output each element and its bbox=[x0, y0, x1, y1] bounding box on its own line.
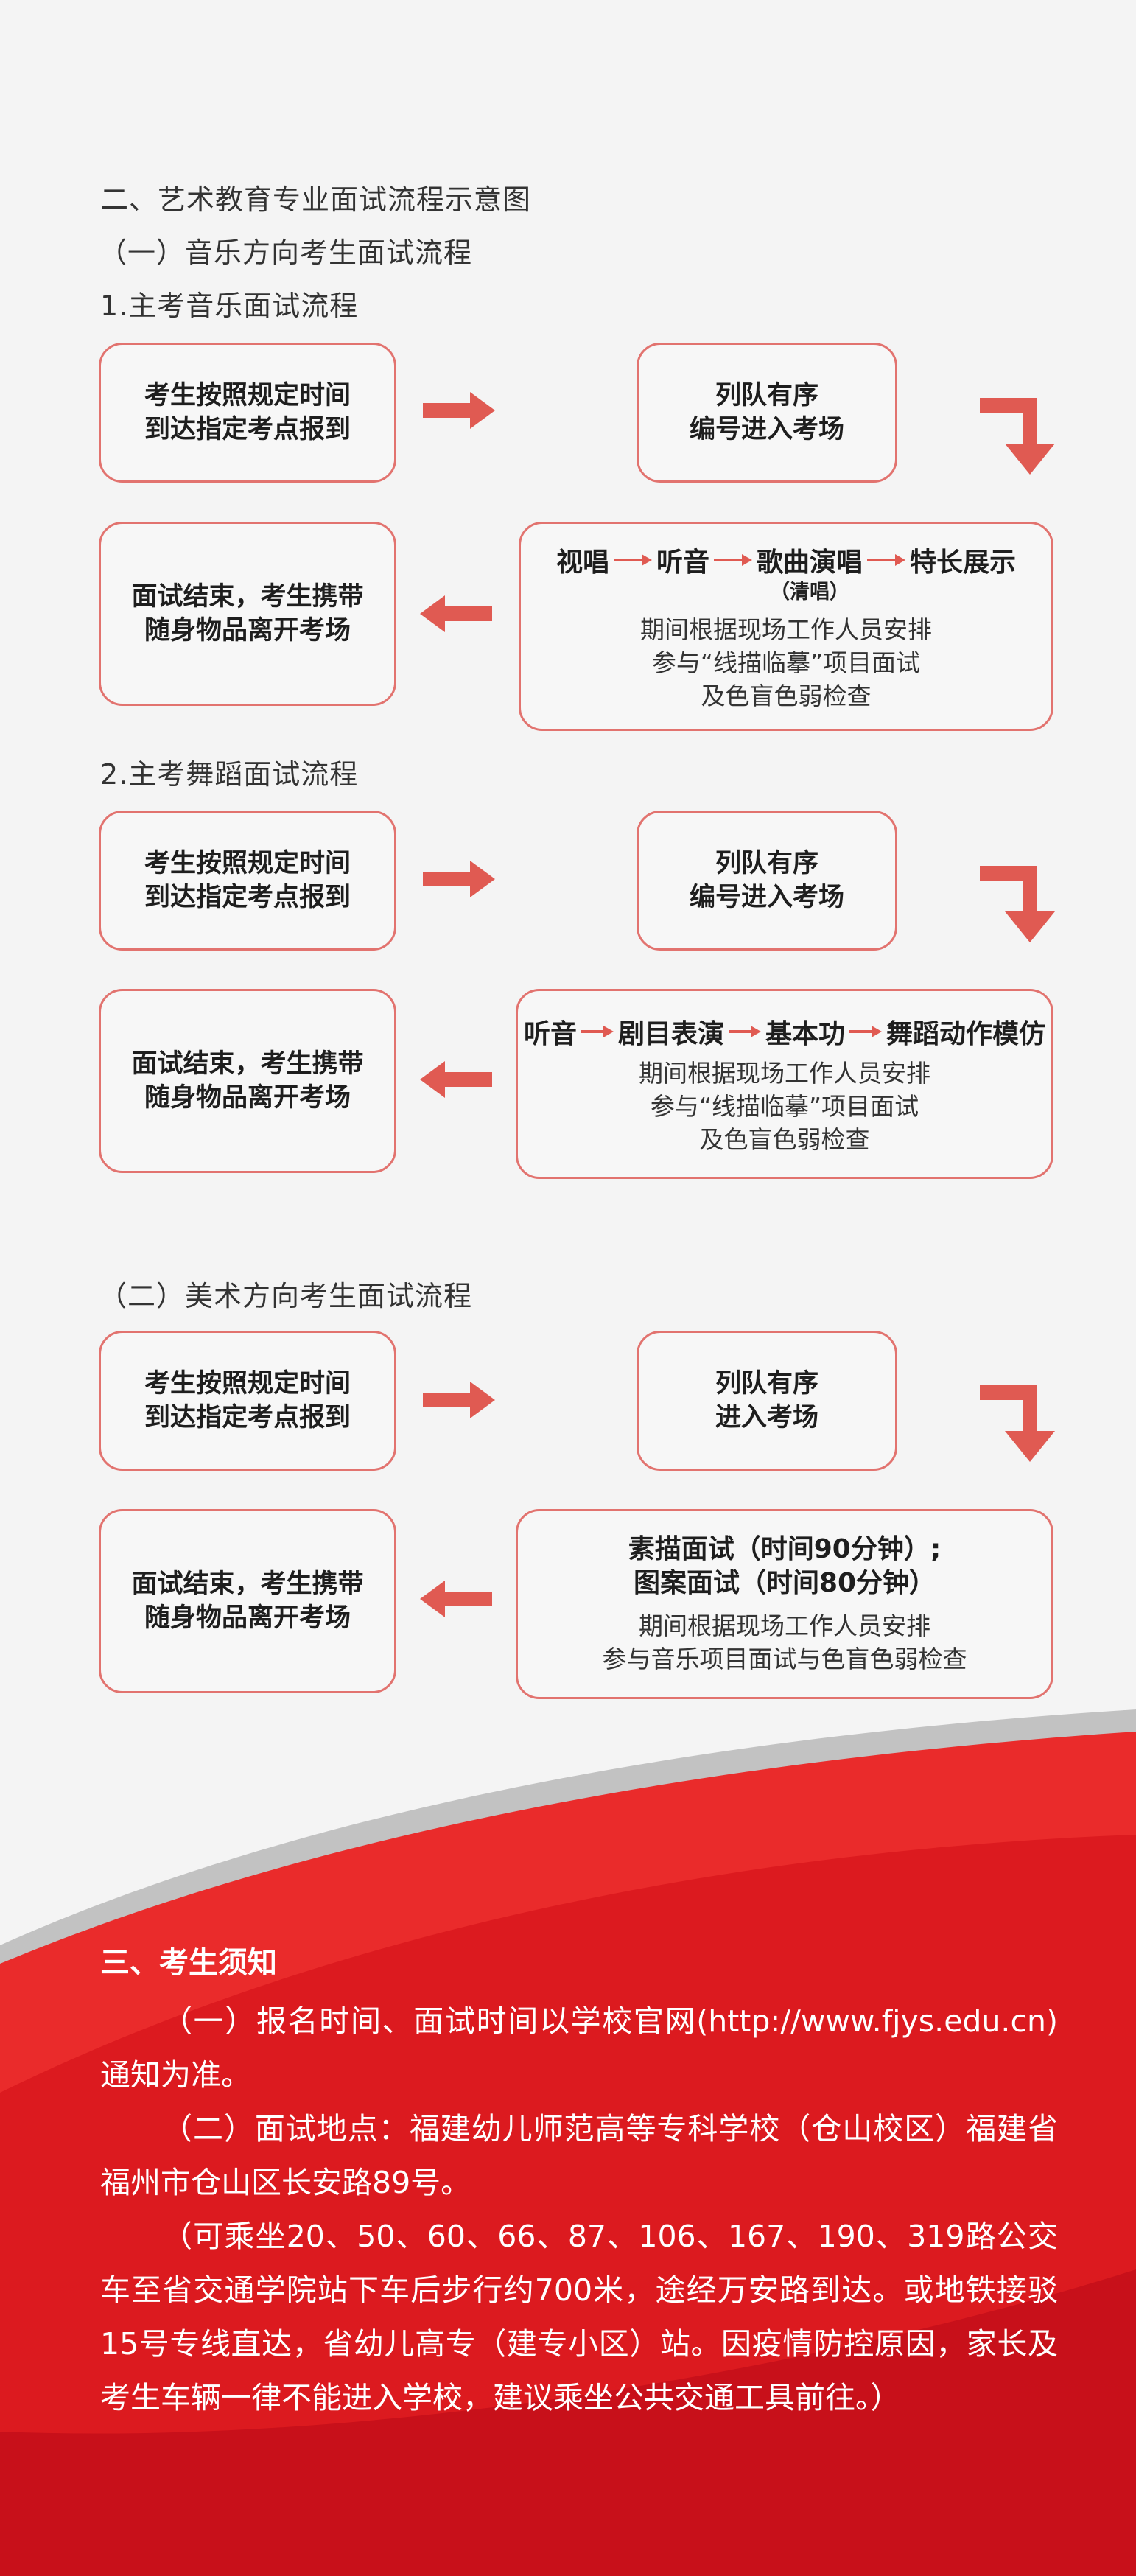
queue-box: 列队有序 进入考场 bbox=[637, 1331, 897, 1471]
turn-down-arrow-icon bbox=[980, 1385, 1055, 1462]
interview-box: 视唱 听音 歌曲演唱 特长展示 （清唱） 期间根据现场工作人员安排 参与“线描临… bbox=[519, 522, 1053, 731]
turn-down-arrow-icon bbox=[980, 866, 1055, 942]
checkin-line-2: 到达指定考点报到 bbox=[144, 883, 351, 912]
end-line-1: 面试结束，考生携带 bbox=[131, 1049, 364, 1079]
extra-line-1: 期间根据现场工作人员安排 bbox=[640, 615, 932, 644]
end-line-1: 面试结束，考生携带 bbox=[131, 582, 364, 612]
step-imitation: 舞蹈动作模仿 bbox=[886, 1018, 1046, 1049]
queue-line-1: 列队有序 bbox=[715, 381, 818, 410]
extra-line-2: 参与“线描临摹”项目面试 bbox=[651, 648, 921, 677]
right-arrow-icon bbox=[423, 1382, 495, 1418]
queue-line-1: 列队有序 bbox=[715, 1369, 818, 1399]
extra-line-3: 及色盲色弱检查 bbox=[699, 1124, 870, 1154]
music-section-title: （一）音乐方向考生面试流程 bbox=[99, 237, 473, 269]
extra-line-3: 及色盲色弱检查 bbox=[701, 681, 872, 710]
extra-line-1: 期间根据现场工作人员安排 bbox=[639, 1611, 930, 1640]
extra-line-1: 期间根据现场工作人员安排 bbox=[639, 1058, 930, 1088]
small-right-arrow-icon bbox=[613, 553, 652, 566]
queue-box: 列队有序 编号进入考场 bbox=[637, 811, 897, 951]
checkin-box: 考生按照规定时间 到达指定考点报到 bbox=[99, 811, 396, 951]
checkin-line-2: 到达指定考点报到 bbox=[144, 415, 351, 444]
small-right-arrow-icon bbox=[849, 1025, 883, 1037]
red-wave-background bbox=[0, 1709, 1136, 2576]
end-line-2: 随身物品离开考场 bbox=[144, 1083, 351, 1113]
queue-line-1: 列队有序 bbox=[715, 849, 818, 878]
end-box: 面试结束，考生携带 随身物品离开考场 bbox=[99, 1509, 396, 1693]
extra-line-2: 参与音乐项目面试与色盲色弱检查 bbox=[602, 1645, 967, 1673]
checkin-line-2: 到达指定考点报到 bbox=[144, 1403, 351, 1432]
right-arrow-icon bbox=[423, 392, 495, 429]
step-basics: 基本功 bbox=[765, 1018, 846, 1049]
step-repertoire: 剧目表演 bbox=[617, 1018, 724, 1049]
a-cappella-note: （清唱） bbox=[770, 580, 849, 603]
interview-steps: 听音 剧目表演 基本功 舞蹈动作模仿 bbox=[524, 1012, 1045, 1051]
small-right-arrow-icon bbox=[581, 1025, 614, 1037]
checkin-line-1: 考生按照规定时间 bbox=[144, 1369, 351, 1399]
checkin-line-1: 考生按照规定时间 bbox=[144, 849, 351, 878]
exam-box: 素描面试（时间90分钟）; 图案面试（时间80分钟） 期间根据现场工作人员安排 … bbox=[516, 1509, 1053, 1699]
end-box: 面试结束，考生携带 随身物品离开考场 bbox=[99, 989, 396, 1173]
queue-line-2: 编号进入考场 bbox=[689, 415, 844, 444]
step-sight-singing: 视唱 bbox=[555, 547, 609, 578]
left-arrow-icon bbox=[420, 1581, 492, 1617]
notice-paragraph-1: （一）报名时间、面试时间以学校官网(http://www.fjys.edu.cn… bbox=[100, 2003, 1058, 2093]
right-arrow-icon bbox=[423, 861, 495, 897]
small-right-arrow-icon bbox=[867, 553, 906, 566]
step-song: 歌曲演唱 bbox=[757, 547, 863, 578]
queue-line-2: 进入考场 bbox=[715, 1403, 818, 1432]
checkin-box: 考生按照规定时间 到达指定考点报到 bbox=[99, 1331, 396, 1471]
checkin-box: 考生按照规定时间 到达指定考点报到 bbox=[99, 343, 396, 483]
interview-steps: 视唱 听音 歌曲演唱 特长展示 bbox=[556, 541, 1016, 579]
notice-section: 三、考生须知 （一）报名时间、面试时间以学校官网(http://www.fjys… bbox=[100, 1936, 1058, 2425]
left-arrow-icon bbox=[420, 595, 492, 632]
art-section-title: （二）美术方向考生面试流程 bbox=[99, 1280, 473, 1312]
checkin-line-1: 考生按照规定时间 bbox=[144, 381, 351, 410]
dance-flow-title: 2.主考舞蹈面试流程 bbox=[100, 758, 359, 791]
small-right-arrow-icon bbox=[714, 553, 752, 566]
vocal-flow-title: 1.主考音乐面试流程 bbox=[100, 290, 359, 322]
step-listening: 听音 bbox=[656, 547, 709, 578]
queue-line-2: 编号进入考场 bbox=[689, 883, 844, 912]
sketch-exam: 素描面试（时间90分钟）; bbox=[628, 1534, 942, 1564]
notice-paragraph-3: （可乘坐20、50、60、66、87、106、167、190、319路公交车至省… bbox=[100, 2219, 1058, 2415]
end-line-1: 面试结束，考生携带 bbox=[131, 1569, 364, 1599]
end-line-2: 随身物品离开考场 bbox=[144, 616, 351, 645]
notice-title: 三、考生须知 bbox=[100, 1946, 277, 1980]
end-line-2: 随身物品离开考场 bbox=[144, 1603, 351, 1633]
small-right-arrow-icon bbox=[729, 1025, 761, 1037]
end-box: 面试结束，考生携带 随身物品离开考场 bbox=[99, 522, 396, 706]
step-listening: 听音 bbox=[523, 1018, 577, 1049]
turn-down-arrow-icon bbox=[980, 398, 1055, 475]
extra-line-2: 参与“线描临摹”项目面试 bbox=[650, 1091, 919, 1121]
section-title: 二、艺术教育专业面试流程示意图 bbox=[100, 183, 532, 216]
queue-box: 列队有序 编号进入考场 bbox=[637, 343, 897, 483]
pattern-exam: 图案面试（时间80分钟） bbox=[633, 1568, 936, 1598]
notice-paragraph-2: （二）面试地点：福建幼儿师范高等专科学校（仓山校区）福建省福州市仓山区长安路89… bbox=[100, 2111, 1058, 2200]
left-arrow-icon bbox=[420, 1061, 492, 1098]
step-talent: 特长展示 bbox=[910, 547, 1017, 578]
interview-box: 听音 剧目表演 基本功 舞蹈动作模仿 期间根据现场工作人员安排 参与“线描临摹”… bbox=[516, 989, 1053, 1179]
